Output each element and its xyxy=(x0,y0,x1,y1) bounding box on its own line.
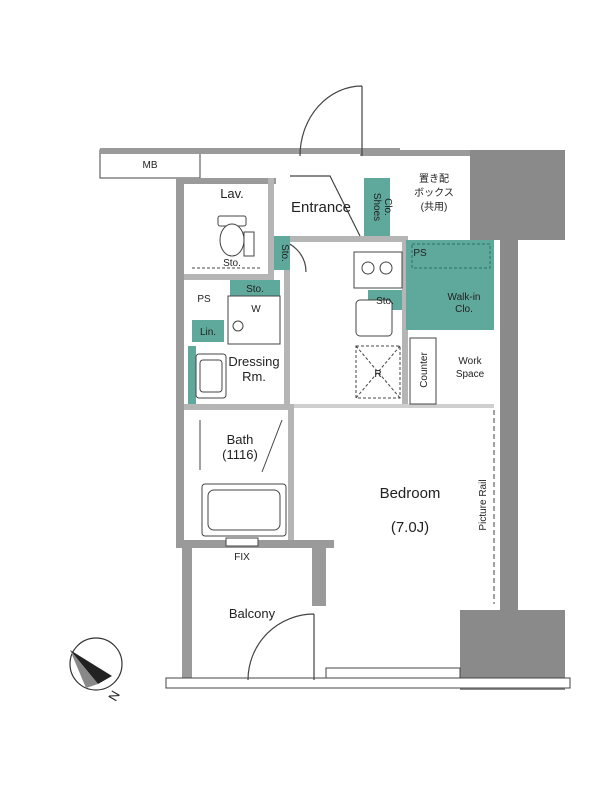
label-bedroom-size: (7.0J) xyxy=(391,519,429,536)
label-mb: MB xyxy=(143,160,158,171)
label-fix: FIX xyxy=(234,552,250,563)
fixtures xyxy=(192,215,495,604)
label-entrance: Entrance xyxy=(291,199,351,216)
label-balcony: Balcony xyxy=(229,606,276,621)
right-wall-column xyxy=(460,150,565,690)
mb-box xyxy=(99,149,201,179)
label-shoes-clo-1: Shoes xyxy=(371,193,382,221)
wall-kitchen-right xyxy=(402,236,408,406)
label-walkin-1: Walk-in xyxy=(448,292,481,303)
north-arrow-icon xyxy=(69,637,123,691)
kitchen-sink xyxy=(355,299,393,337)
label-bath-1: Bath xyxy=(227,432,254,447)
vanity-basin xyxy=(199,359,223,393)
wall-entrance-bottom xyxy=(290,236,406,242)
lav-sink xyxy=(243,231,255,257)
stove xyxy=(353,251,403,289)
burner-1 xyxy=(361,261,375,275)
label-sto-w: Sto. xyxy=(246,284,264,295)
balcony-edge xyxy=(165,677,571,689)
left-wall-balcony xyxy=(182,548,192,678)
bathtub-inner xyxy=(207,489,281,531)
label-bedroom: Bedroom xyxy=(380,485,441,502)
labels: MB Lav. Entrance Shoes Clo. 置き配 ボックス (共用… xyxy=(105,160,489,704)
shoes-clo xyxy=(364,178,390,236)
bedroom-window-wall xyxy=(325,667,461,679)
building-walls xyxy=(99,148,571,690)
wall-lav-bottom xyxy=(184,274,274,280)
label-delivery-2: ボックス xyxy=(414,187,454,199)
washer-pan xyxy=(227,295,281,345)
label-picture-rail: Picture Rail xyxy=(478,479,489,530)
toilet-bowl xyxy=(219,223,245,257)
top-wall xyxy=(100,148,400,154)
balcony-door-swing xyxy=(247,613,315,681)
walkin-clo xyxy=(406,240,494,330)
storage-blocks xyxy=(188,178,494,404)
compass-needle xyxy=(70,650,112,684)
compass-needle-light xyxy=(70,650,98,688)
left-wall-lav xyxy=(176,178,276,184)
lin-block xyxy=(192,320,224,342)
fridge-cross xyxy=(355,345,401,399)
entrance-inner-swing xyxy=(290,175,361,237)
label-shoes-clo-2: Clo. xyxy=(382,198,393,216)
label-dressing-1: Dressing xyxy=(228,354,279,369)
label-dressing-2: Rm. xyxy=(242,369,266,384)
label-work-1: Work xyxy=(458,356,482,367)
fix-window xyxy=(225,537,259,547)
compass-label: N xyxy=(105,688,123,704)
label-work-2: Space xyxy=(456,369,485,380)
label-w: W xyxy=(251,304,261,315)
bath-divider xyxy=(199,419,283,473)
label-delivery-3: (共用) xyxy=(421,201,448,213)
label-bath-2: (1116) xyxy=(222,447,258,462)
label-sto-entrance: Sto. xyxy=(279,244,290,262)
wall-bath-right xyxy=(288,404,294,544)
label-delivery-1: 置き配 xyxy=(419,173,449,185)
sto-entrance xyxy=(274,236,290,270)
washer-drain xyxy=(232,320,244,332)
compass-circle xyxy=(69,637,123,691)
wall-bath-top xyxy=(184,404,294,410)
front-door-swing xyxy=(299,85,363,157)
balcony-partition xyxy=(312,546,326,606)
label-counter: Counter xyxy=(419,352,430,388)
top-wall-right xyxy=(360,150,470,156)
label-sto-kitchen: Sto. xyxy=(376,296,394,307)
label-walkin-2: Clo. xyxy=(455,304,473,315)
walkin-hanger xyxy=(411,243,491,269)
wall-lav-right xyxy=(268,178,274,278)
label-r: R xyxy=(374,369,381,380)
dressing-shelf xyxy=(188,346,196,404)
label-lin: Lin. xyxy=(200,327,216,338)
label-ps-left: PS xyxy=(197,294,211,305)
burner-2 xyxy=(379,261,393,275)
left-wall-upper xyxy=(176,178,184,548)
sto-w xyxy=(230,280,280,296)
wall-kitchen-bottom xyxy=(294,404,494,408)
label-lav: Lav. xyxy=(220,186,244,201)
label-ps-top: PS xyxy=(413,248,427,259)
label-sto-lav: Sto. xyxy=(223,258,241,269)
wall-core-right xyxy=(284,236,290,406)
wall-bath-bottom xyxy=(184,540,334,548)
counter-box xyxy=(409,337,437,405)
